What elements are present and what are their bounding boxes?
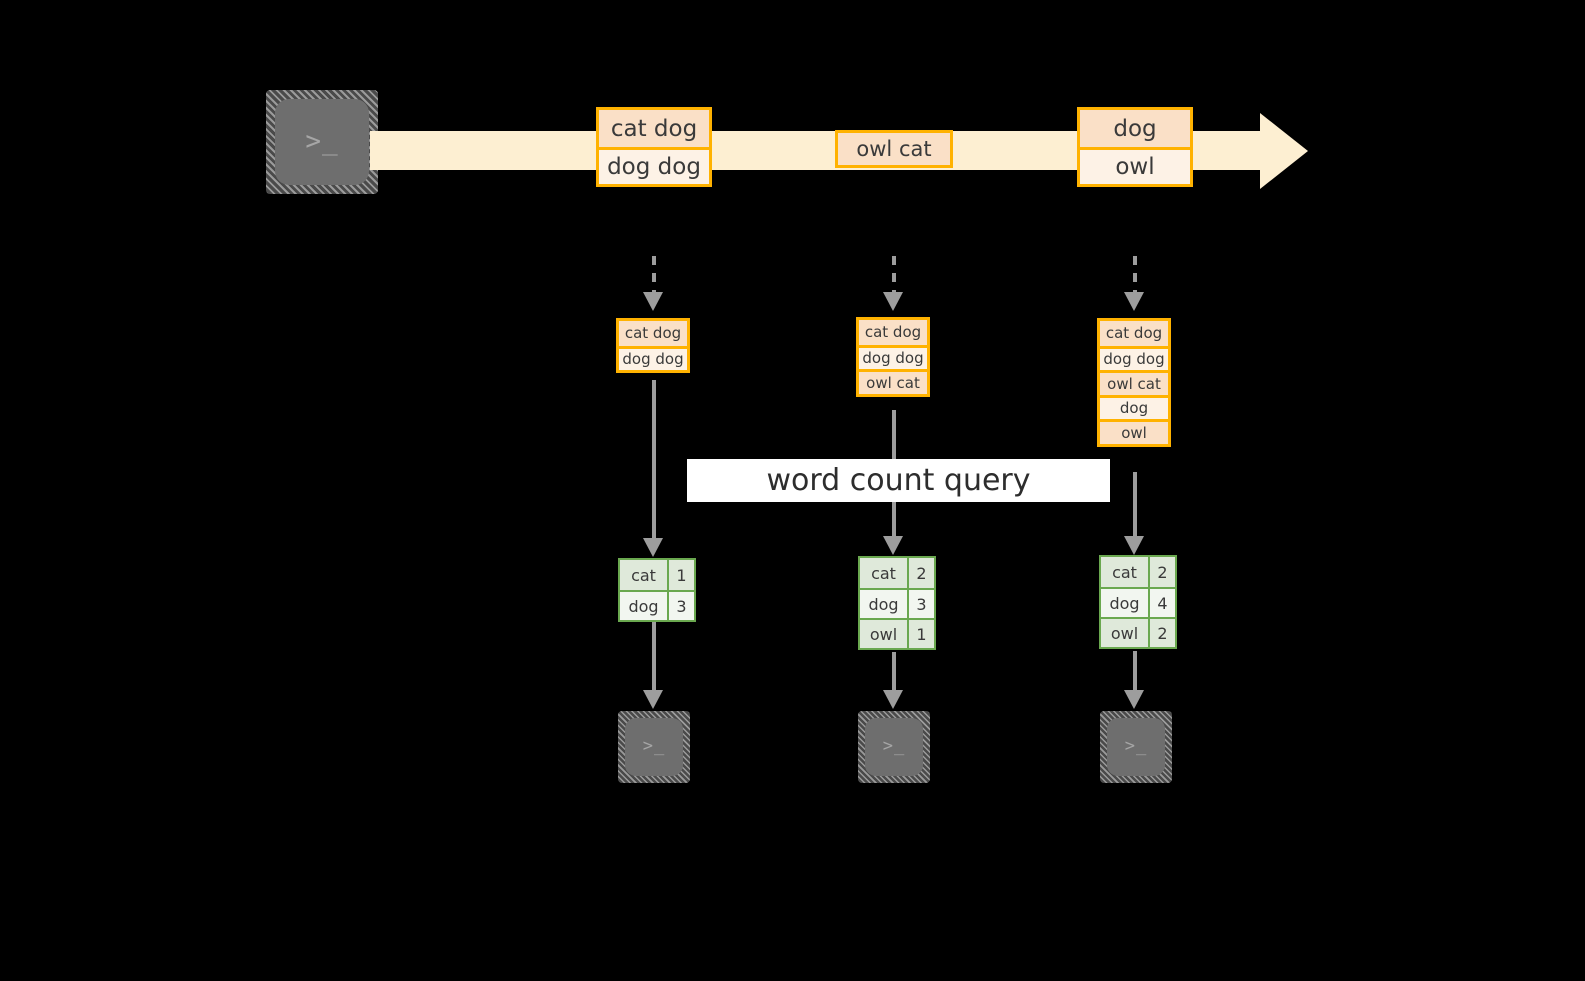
result-count: 1: [907, 620, 934, 648]
table-row: cat 2: [860, 558, 934, 588]
terminal-prompt: >_: [1124, 736, 1148, 757]
stream-record-line: dog: [1080, 110, 1190, 147]
batch-line: cat dog: [619, 321, 687, 346]
snapshot-1-tap-arrowhead: [643, 292, 663, 311]
result-word: cat: [1101, 557, 1148, 587]
table-row: cat 1: [620, 560, 694, 590]
stream-record-line: owl cat: [838, 133, 950, 165]
snapshot-1-query-line: [652, 380, 656, 545]
result-count: 3: [907, 590, 934, 618]
batch-line: dog dog: [1100, 345, 1168, 370]
result-count: 4: [1148, 589, 1175, 617]
terminal-prompt: >_: [642, 736, 666, 757]
batch-line: cat dog: [1100, 321, 1168, 346]
snapshot-2-input-batch: cat dog dog dog owl cat: [856, 317, 930, 397]
snapshot-2-sink-arrowhead: [883, 690, 903, 709]
batch-line: owl: [1100, 419, 1168, 444]
table-row: owl 1: [860, 618, 934, 648]
result-count: 1: [667, 560, 694, 590]
query-label: word count query: [687, 459, 1110, 502]
result-word: dog: [860, 590, 907, 618]
batch-line: cat dog: [859, 320, 927, 345]
snapshot-3-sink-arrowhead: [1124, 690, 1144, 709]
result-count: 2: [1148, 557, 1175, 587]
snapshot-1-tap-line: [652, 256, 656, 294]
stream-record-2: owl cat: [835, 130, 953, 168]
result-word: owl: [860, 620, 907, 648]
snapshot-1-sink-line: [652, 622, 656, 695]
snapshot-3-sink-line: [1133, 651, 1137, 695]
terminal-prompt: >_: [882, 736, 906, 757]
batch-line: dog dog: [859, 344, 927, 369]
table-row: dog 4: [1101, 587, 1175, 617]
terminal-face: [1107, 718, 1165, 776]
snapshot-2-result-table: cat 2 dog 3 owl 1: [858, 556, 936, 650]
snapshot-3-input-batch: cat dog dog dog owl cat dog owl: [1097, 318, 1171, 447]
snapshot-2-sink-terminal-icon: >_: [858, 711, 930, 783]
terminal-face: [625, 718, 683, 776]
snapshot-3-tap-arrowhead: [1124, 292, 1144, 311]
batch-line: dog dog: [619, 345, 687, 370]
source-terminal-icon: >_: [266, 90, 378, 194]
snapshot-1-input-batch: cat dog dog dog: [616, 318, 690, 373]
batch-line: dog: [1100, 394, 1168, 419]
snapshot-2-tap-line: [892, 256, 896, 294]
result-word: owl: [1101, 619, 1148, 647]
result-count: 2: [907, 558, 934, 588]
terminal-prompt: >_: [305, 126, 339, 157]
snapshot-1-sink-terminal-icon: >_: [618, 711, 690, 783]
stream-record-3: dog owl: [1077, 107, 1193, 187]
stream-record-line: dog dog: [599, 147, 709, 184]
snapshot-1-result-table: cat 1 dog 3: [618, 558, 696, 622]
terminal-face: [865, 718, 923, 776]
result-word: dog: [620, 592, 667, 620]
snapshot-3-result-table: cat 2 dog 4 owl 2: [1099, 555, 1177, 649]
snapshot-2-query-arrowhead: [883, 536, 903, 555]
stream-record-line: owl: [1080, 147, 1190, 184]
snapshot-1-sink-arrowhead: [643, 690, 663, 709]
result-count: 3: [667, 592, 694, 620]
batch-line: owl cat: [859, 369, 927, 394]
stream-arrowhead: [1260, 113, 1308, 189]
stream-record-1: cat dog dog dog: [596, 107, 712, 187]
batch-line: owl cat: [1100, 370, 1168, 395]
snapshot-1-query-arrowhead: [643, 538, 663, 557]
table-row: owl 2: [1101, 617, 1175, 647]
stream-record-line: cat dog: [599, 110, 709, 147]
snapshot-3-tap-line: [1133, 256, 1137, 294]
table-row: cat 2: [1101, 557, 1175, 587]
snapshot-3-query-line: [1133, 472, 1137, 543]
result-count: 2: [1148, 619, 1175, 647]
snapshot-2-tap-arrowhead: [883, 292, 903, 311]
table-row: dog 3: [620, 590, 694, 620]
table-row: dog 3: [860, 588, 934, 618]
snapshot-2-sink-line: [892, 652, 896, 695]
terminal-face: [275, 99, 369, 185]
snapshot-3-sink-terminal-icon: >_: [1100, 711, 1172, 783]
snapshot-3-query-arrowhead: [1124, 536, 1144, 555]
result-word: cat: [620, 560, 667, 590]
result-word: cat: [860, 558, 907, 588]
result-word: dog: [1101, 589, 1148, 617]
